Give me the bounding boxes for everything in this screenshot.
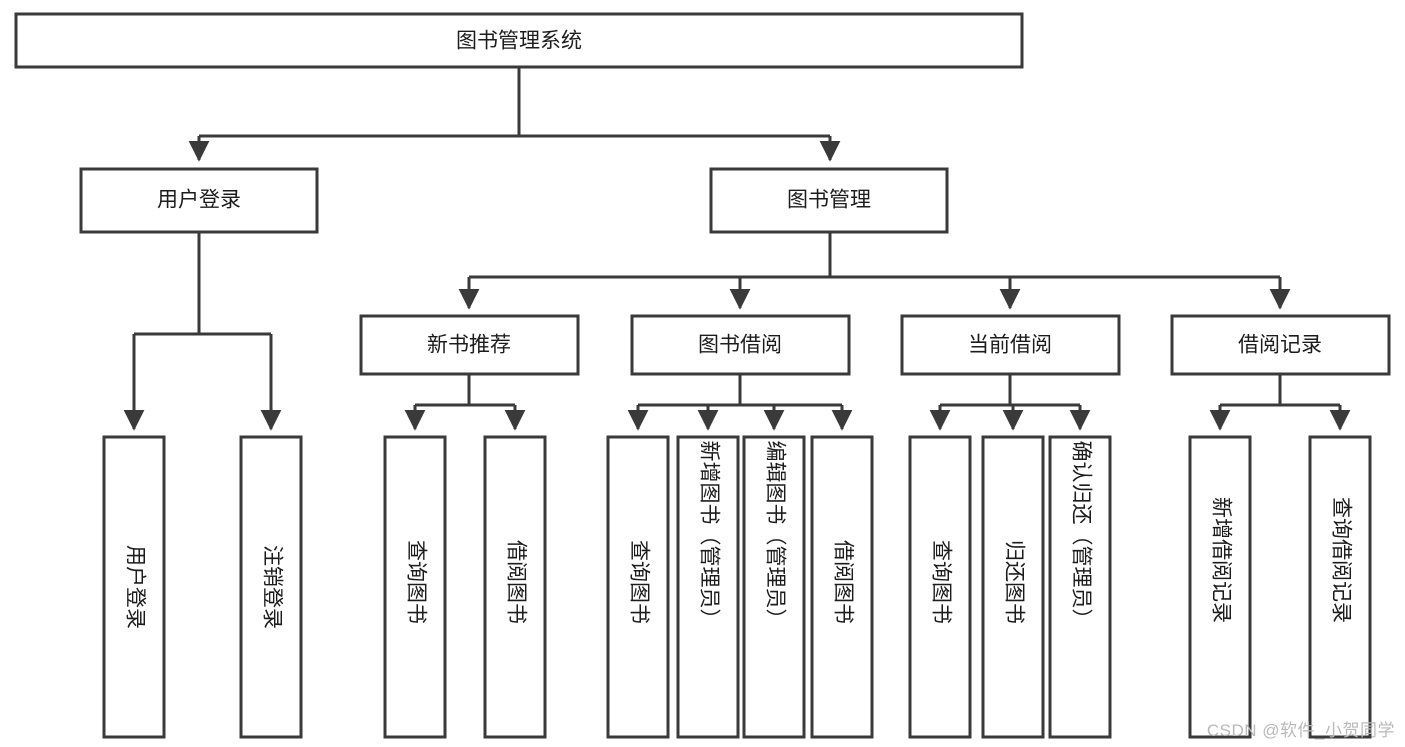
node-borrow-record-label: 借阅记录 — [1238, 334, 1322, 357]
connector-layer — [123, 67, 1351, 431]
node-root[interactable]: 图书管理系统 — [14, 12, 1024, 69]
node-leaf-logout[interactable]: 注销登录 — [239, 435, 303, 739]
node-current-borrow-box[interactable] — [900, 314, 1121, 376]
node-leaf-user-login-box[interactable] — [102, 435, 166, 739]
node-leaf-query-book-2-box[interactable] — [606, 435, 670, 739]
node-leaf-edit-book-label: 编辑图书（管理员） — [763, 441, 786, 630]
node-leaf-confirm-return-box[interactable] — [1048, 435, 1112, 739]
node-leaf-confirm-return-label: 确认归还（管理员） — [1069, 441, 1092, 630]
node-leaf-add-book-label: 新增图书（管理员） — [697, 441, 720, 630]
node-leaf-query-book-3-box[interactable] — [908, 435, 972, 739]
node-leaf-borrow-book-2-box[interactable] — [810, 435, 874, 739]
node-leaf-borrow-book-1[interactable]: 借阅图书 — [483, 435, 547, 739]
node-leaf-add-record[interactable]: 新增借阅记录 — [1188, 435, 1252, 739]
node-leaf-query-book-3-label: 查询图书 — [929, 540, 952, 624]
node-leaf-user-login[interactable]: 用户登录 — [102, 435, 166, 739]
node-leaf-borrow-book-1-box[interactable] — [483, 435, 547, 739]
node-leaf-borrow-book-2[interactable]: 借阅图书 — [810, 435, 874, 739]
node-leaf-query-book-1-label: 查询图书 — [404, 540, 427, 624]
node-leaf-confirm-return[interactable]: 确认归还（管理员） — [1048, 435, 1112, 739]
node-leaf-query-book-2-label: 查询图书 — [627, 540, 650, 624]
node-borrow-record-box[interactable] — [1170, 314, 1391, 376]
node-borrow-record[interactable]: 借阅记录 — [1170, 314, 1391, 376]
node-leaf-logout-label: 注销登录 — [260, 545, 283, 629]
node-book-manage[interactable]: 图书管理 — [709, 167, 949, 234]
node-current-borrow-label: 当前借阅 — [968, 334, 1052, 357]
node-leaf-return-book[interactable]: 归还图书 — [981, 435, 1045, 739]
node-leaf-edit-book-box[interactable] — [742, 435, 806, 739]
node-leaf-return-book-label: 归还图书 — [1002, 540, 1025, 624]
node-new-book-recommend[interactable]: 新书推荐 — [359, 314, 580, 376]
node-book-manage-box[interactable] — [709, 167, 949, 234]
node-book-borrow-box[interactable] — [630, 314, 851, 376]
node-leaf-user-login-label: 用户登录 — [123, 545, 146, 629]
node-book-manage-label: 图书管理 — [787, 189, 871, 212]
csdn-watermark: CSDN @软件_小贺同学 — [1206, 721, 1395, 740]
node-leaf-query-book-3[interactable]: 查询图书 — [908, 435, 972, 739]
node-leaf-query-book-2[interactable]: 查询图书 — [606, 435, 670, 739]
node-user-login[interactable]: 用户登录 — [79, 167, 319, 234]
node-user-login-label: 用户登录 — [157, 189, 241, 212]
node-new-book-recommend-label: 新书推荐 — [427, 334, 511, 357]
node-user-login-box[interactable] — [79, 167, 319, 234]
node-book-borrow-label: 图书借阅 — [698, 334, 782, 357]
node-leaf-query-book-1[interactable]: 查询图书 — [383, 435, 447, 739]
node-root-box[interactable] — [14, 12, 1024, 69]
node-leaf-logout-box[interactable] — [239, 435, 303, 739]
node-leaf-add-book[interactable]: 新增图书（管理员） — [676, 435, 740, 739]
node-leaf-add-record-box[interactable] — [1188, 435, 1252, 739]
node-new-book-recommend-box[interactable] — [359, 314, 580, 376]
node-root-label: 图书管理系统 — [456, 30, 582, 53]
node-leaf-query-book-1-box[interactable] — [383, 435, 447, 739]
node-leaf-query-record[interactable]: 查询借阅记录 — [1308, 435, 1372, 739]
node-leaf-return-book-box[interactable] — [981, 435, 1045, 739]
node-book-borrow[interactable]: 图书借阅 — [630, 314, 851, 376]
node-leaf-query-record-label: 查询借阅记录 — [1329, 497, 1352, 623]
node-leaf-add-record-label: 新增借阅记录 — [1209, 497, 1232, 623]
node-leaf-borrow-book-1-label: 借阅图书 — [504, 540, 527, 624]
node-leaf-edit-book[interactable]: 编辑图书（管理员） — [742, 435, 806, 739]
node-leaf-borrow-book-2-label: 借阅图书 — [831, 540, 854, 624]
node-current-borrow[interactable]: 当前借阅 — [900, 314, 1121, 376]
node-leaf-add-book-box[interactable] — [676, 435, 740, 739]
node-leaf-query-record-box[interactable] — [1308, 435, 1372, 739]
